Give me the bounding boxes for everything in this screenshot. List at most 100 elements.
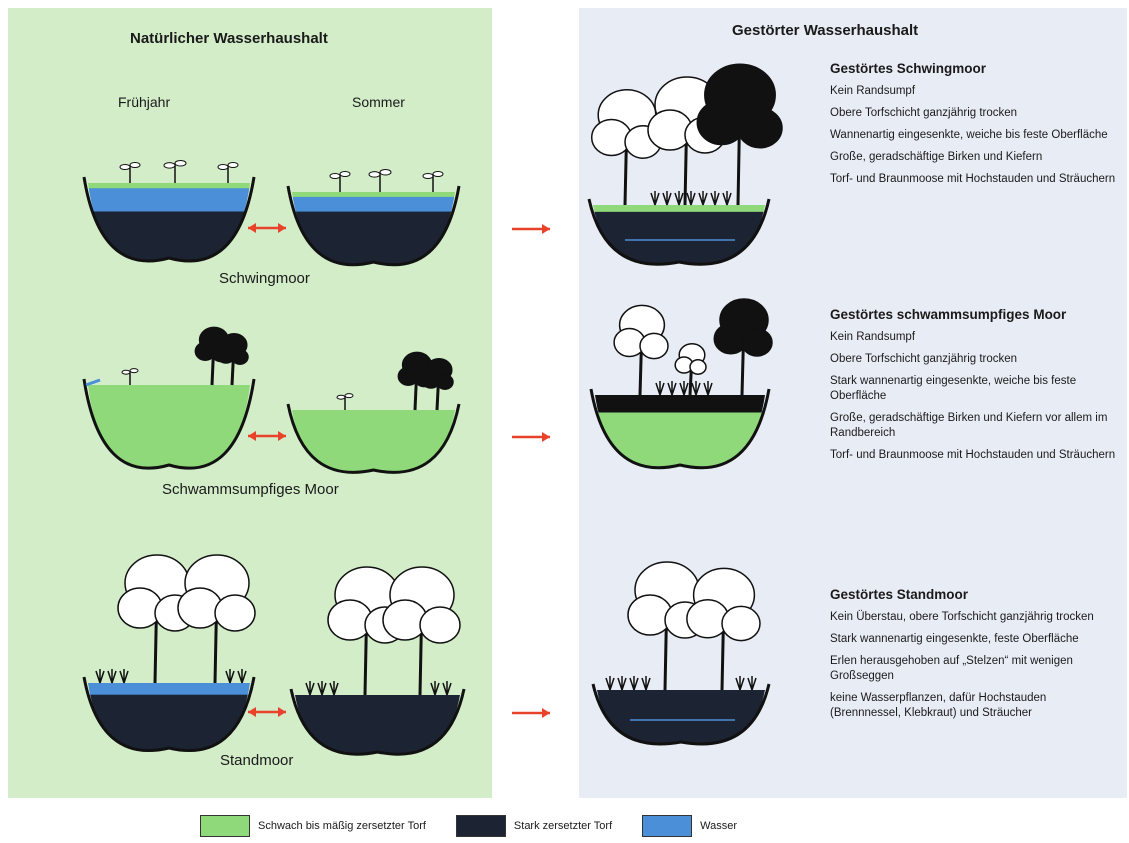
grass-tuft [735, 676, 745, 691]
alder-tree-icon [117, 554, 196, 684]
grass-tuft [107, 669, 117, 684]
plant-leaf [379, 168, 392, 176]
arrow-head [542, 432, 550, 442]
disturbed-item: Stark wannenartig eingesenkte, feste Obe… [830, 633, 1079, 645]
plant-leaf [329, 173, 341, 179]
light-peat-layer [88, 183, 250, 190]
birch-tree-icon [590, 89, 662, 206]
grass-tuft [629, 676, 639, 691]
plant-leaf [432, 171, 444, 177]
arrow-seasonal-schwammsumpfig [248, 431, 286, 441]
grass-tuft [747, 676, 757, 691]
plant-leaf [336, 394, 346, 400]
shrub-group [305, 681, 339, 696]
plant-icon [217, 162, 239, 183]
legend-label: Stark zersetzter Torf [513, 820, 613, 832]
disturbed-item: Kein Randsumpf [830, 331, 916, 343]
plant-leaf [368, 171, 381, 178]
legend-item-water: Wasser [642, 815, 737, 837]
bowl-outline [82, 676, 256, 753]
disturbed-item: Große, geradschäftige Birken und Kiefern… [830, 412, 1108, 439]
grass-tuft [305, 681, 315, 696]
disturbed-item: Große, geradschäftige Birken und Kiefern [830, 151, 1043, 163]
grass-tuft [691, 381, 701, 396]
moor-label-schwingmoor: Schwingmoor [219, 270, 310, 287]
tree-crown [231, 349, 249, 365]
disturbed-item: Stark wannenartig eingesenkte, weiche bi… [830, 375, 1077, 402]
left-panel-title: Natürlicher Wasserhaushalt [130, 30, 328, 47]
bowl-schwingmoor-summer [286, 185, 461, 267]
grass-tuft [698, 191, 708, 206]
disturbed-item: Obere Torfschicht ganzjährig trocken [830, 353, 1018, 365]
disturbed-item: Obere Torfschicht ganzjährig trocken [830, 107, 1018, 119]
tree-crown [741, 328, 773, 357]
pine-tree-icon [421, 358, 454, 411]
moor-label-schwammsumpfig: Schwammsumpfiges Moor [162, 481, 339, 498]
birch-tree-icon [674, 343, 707, 396]
plant-leaf [422, 173, 434, 179]
bowl-outline [82, 176, 256, 263]
grass-tuft [703, 381, 713, 396]
bowl-layers [88, 683, 250, 751]
disturbed-item: Kein Überstau, obere Torfschicht ganzjäh… [830, 611, 1094, 623]
disturbed-item: Torf- und Braunmoose mit Hochstauden und… [830, 449, 1116, 461]
plant-icon [119, 162, 141, 183]
bowl-layers [292, 192, 455, 265]
disturbed-heading: Gestörtes Schwingmoor [830, 61, 987, 76]
bowl-standmoor-summer [289, 688, 466, 756]
plant-icon [163, 159, 187, 183]
alder-tree-icon [686, 567, 761, 691]
bowl-outline [286, 403, 461, 474]
bowl-layers [295, 695, 460, 755]
light-peat-layer [292, 410, 455, 473]
birch-tree-icon [613, 304, 669, 396]
legend-label: Schwach bis mäßig zersetzter Torf [258, 820, 426, 832]
arrow-head [278, 223, 286, 233]
season-summer-label: Sommer [352, 94, 405, 110]
grass-tuft [641, 676, 651, 691]
grass-tuft [710, 191, 720, 206]
shrub-group [95, 669, 129, 684]
plant-icon [336, 393, 354, 410]
tree-crown [689, 359, 707, 375]
water-layer [88, 683, 250, 696]
bowl-outline [587, 198, 771, 266]
shrub-group [735, 676, 757, 691]
alder-tree-icon [382, 566, 461, 696]
disturbed-heading: Gestörtes Standmoor [830, 587, 969, 602]
pine-tree-icon [713, 298, 773, 396]
grass-tuft [674, 191, 684, 206]
disturbed-item: keine Wasserpflanzen, dafür Hochstauden … [830, 692, 1047, 719]
bowl-layers [595, 395, 765, 468]
arrow-to-disturbed-schwammsumpfig [512, 432, 550, 442]
light-peat-layer [593, 205, 765, 213]
dark-peat-layer [593, 211, 765, 265]
tree-crown [214, 594, 256, 632]
grass-tuft [722, 191, 732, 206]
grass-tuft [667, 381, 677, 396]
pine-tree-icon [696, 63, 783, 206]
disturbed-item: Erlen herausgehoben auf „Stelzen“ mit we… [830, 655, 1073, 682]
dark-peat-layer [88, 694, 250, 751]
disturbed-standmoor-text: Gestörtes Standmoor Kein Überstau, obere… [830, 586, 1120, 728]
dark-peat-layer [597, 690, 765, 745]
moor-label-standmoor: Standmoor [220, 752, 294, 769]
dark-peat-layer [292, 211, 455, 265]
season-spring-label: Frühjahr [118, 94, 171, 110]
dark-peat-layer [295, 695, 460, 755]
shrub-group [430, 681, 452, 696]
disturbed-schwingmoor-text: Gestörtes Schwingmoor Kein Randsumpf Obe… [830, 60, 1120, 194]
tree-crown [721, 605, 761, 642]
grass-tuft [650, 191, 660, 206]
bowl-disturbed-schwingmoor [587, 198, 771, 266]
plant-leaf [129, 368, 139, 374]
shrub-group [605, 676, 651, 691]
shrub-group [225, 669, 247, 684]
disturbed-heading: Gestörtes schwammsumpfiges Moor [830, 307, 1067, 322]
bowl-layers [88, 183, 250, 262]
grass-tuft [605, 676, 615, 691]
grass-tuft [442, 681, 452, 696]
legend-label: Wasser [700, 820, 738, 832]
plant-icon [329, 171, 351, 192]
bowl-outline [591, 683, 771, 746]
